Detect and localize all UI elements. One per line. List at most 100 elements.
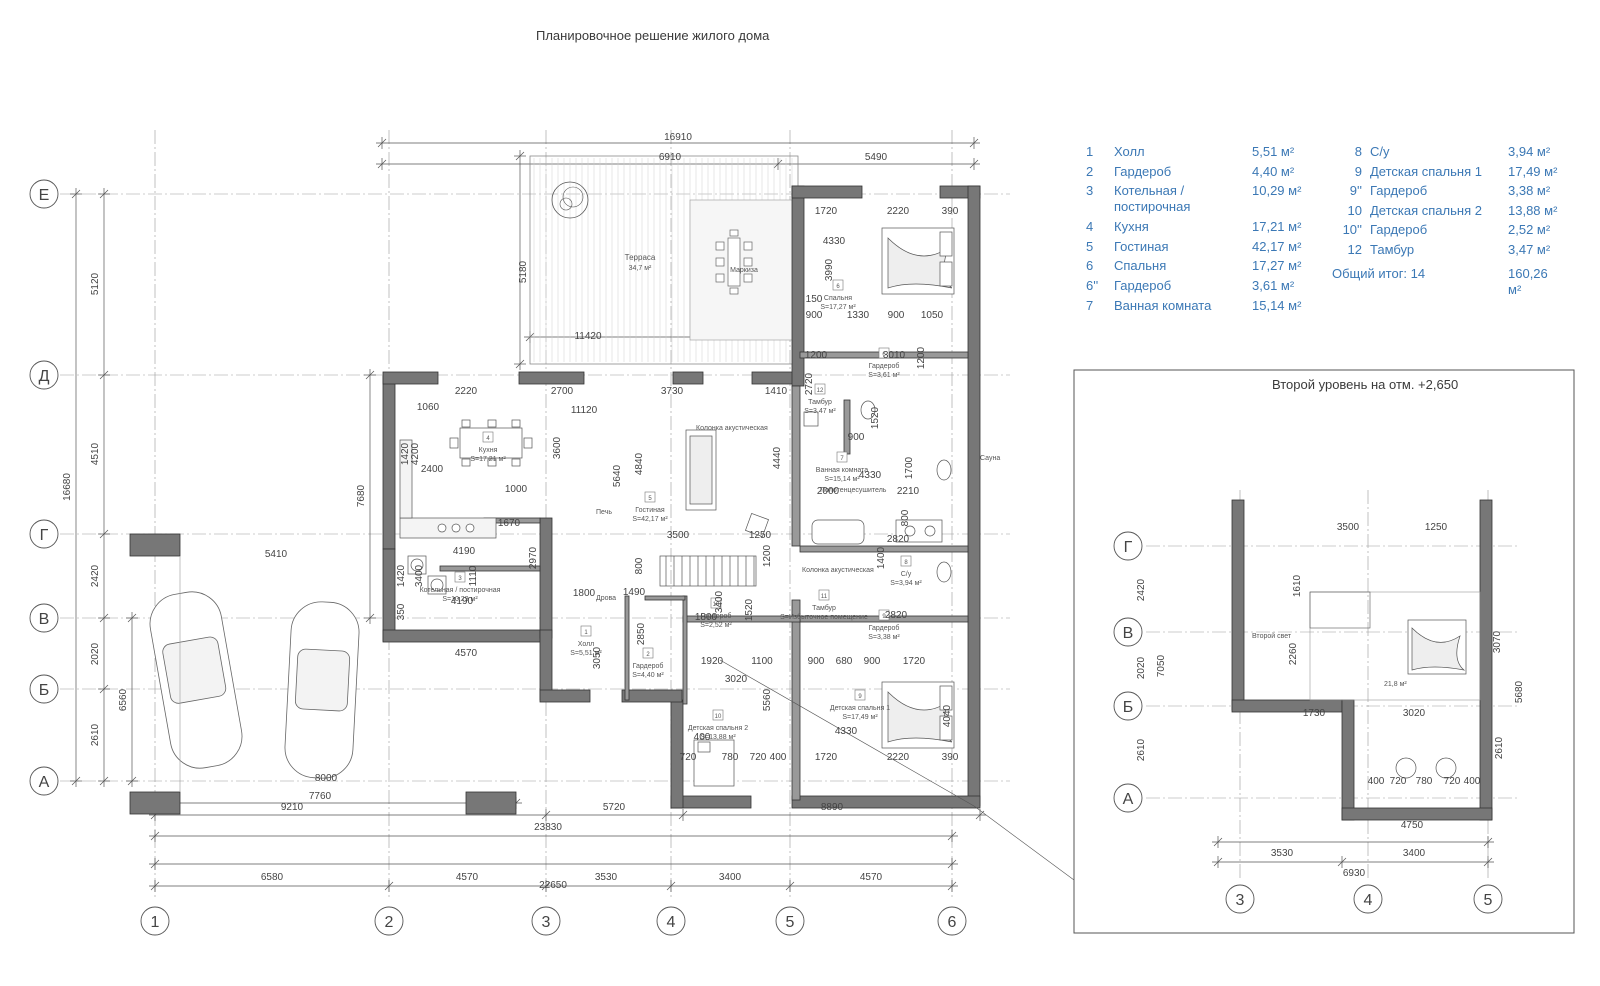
dimension-value: 4440 (772, 446, 783, 469)
legend-room-name: Котельная / постирочная (1114, 183, 1191, 215)
dimension-value: 2820 (885, 610, 908, 621)
axis-label-letter: Д (39, 368, 50, 385)
axis-bubble-number (140, 906, 170, 936)
room-area: S=3,61 м² (868, 372, 900, 379)
legend-number: 5 (1086, 238, 1094, 254)
terrace: Терраса 34,7 м² Маркиза (529, 155, 799, 365)
dimension-value: 390 (942, 752, 959, 763)
room-number-box (644, 491, 656, 503)
room-number: 10 (713, 602, 720, 608)
dimension-value: 900 (848, 432, 865, 443)
car-icon (284, 601, 360, 779)
axis-label-letter: Е (39, 187, 50, 204)
dimension-value: 720 (1390, 776, 1407, 787)
armchair-icon (1435, 757, 1457, 779)
sink-icon (895, 519, 943, 543)
axis-bubble-letter (29, 519, 59, 549)
room-area: S=3,94 м² (890, 580, 922, 587)
dimension-value: 4750 (1401, 820, 1424, 831)
axis-bubble-number (374, 906, 404, 936)
legend-number: 8 (1354, 144, 1362, 159)
legend-room-name: Гардероб (1370, 222, 1428, 238)
room-name: Гардероб (701, 612, 732, 620)
dimension-value: 3730 (661, 386, 684, 397)
room-name: Ванная комната (816, 467, 869, 474)
bed-icon-master (881, 227, 955, 295)
legend-room-name: Ванная комната (1114, 297, 1212, 313)
dimension-value: 16910 (664, 132, 692, 143)
legend-room-name: Гардероб (1114, 277, 1172, 293)
legend-number: 4 (1086, 219, 1094, 235)
legend-number: 3 (1086, 183, 1094, 199)
dimension-value: 350 (396, 603, 407, 620)
room-number-box (854, 689, 866, 701)
axis-label-letter: Г (1124, 539, 1133, 556)
dimension-value: 7760 (309, 791, 332, 802)
dimension-value: 23830 (534, 822, 562, 833)
page-title: Планировочное решение жилого дома (536, 28, 770, 43)
label-towel: Полотенцесушитель (820, 487, 887, 494)
axis-bubble-number (1225, 884, 1255, 914)
room-number-box (712, 709, 724, 721)
axis-label-number: 4 (1364, 892, 1373, 909)
axis-label-letter: В (39, 611, 50, 628)
room-name: Тамбур (812, 604, 836, 612)
legend-room-area: 5,51 м² (1252, 144, 1295, 159)
second-light-label: Второй свет (1252, 632, 1292, 640)
dimension-value: 3990 (824, 258, 835, 281)
dimension-value: 1520 (870, 406, 881, 429)
dimension-value: 3530 (595, 872, 618, 883)
legend-room-area: 13,88 м² (1508, 202, 1558, 218)
room-name: Гардероб (869, 624, 900, 632)
room-number: 3 (458, 576, 462, 582)
dimension-value: 2020 (90, 642, 101, 665)
legend-room-area: 17,21 м² (1252, 219, 1302, 235)
dimension-value: 4330 (823, 236, 846, 247)
dimension-value: 8890 (821, 802, 844, 813)
legend-number: 6'' (1086, 277, 1099, 293)
dimension-value: 1100 (751, 656, 773, 667)
room-number: 6 (882, 352, 886, 358)
axis-label-letter: В (1123, 625, 1134, 642)
room-name: Детская спальня 2 (688, 725, 748, 732)
room-area: S=Избыточное помещение (780, 613, 868, 621)
dimension-value: 800 (634, 557, 645, 574)
dimension-value: 1670 (498, 518, 521, 529)
armchair-icon (1395, 757, 1417, 779)
room-number-box (642, 647, 654, 659)
bathtub-icon (811, 519, 865, 545)
dimension-value: 1400 (876, 546, 887, 569)
dimension-value: 4330 (835, 726, 858, 737)
axis-bubble-letter (29, 674, 59, 704)
car-icon (149, 591, 243, 769)
room-name: Спальня (824, 295, 852, 302)
room-number: 6 (836, 284, 840, 290)
axis-label-number: 3 (1236, 892, 1245, 909)
dimension-value: 1610 (1292, 574, 1303, 597)
dimension-value: 4840 (634, 452, 645, 475)
legend-room-name: Холл (1114, 144, 1145, 159)
room-area: S=17,27 м² (820, 304, 856, 311)
dimension-value: 2700 (551, 386, 574, 397)
dimension-value: 720 (1444, 776, 1461, 787)
dimension-value: 3500 (1337, 522, 1360, 533)
dimension-value: 1730 (1303, 708, 1326, 719)
room-number: 9 (858, 694, 862, 700)
axis-bubble-letter (29, 179, 59, 209)
axis-bubble-letter (1113, 531, 1143, 561)
dimension-value: 720 (750, 752, 767, 763)
axis-label-letter: Б (39, 682, 50, 699)
room-number: 10 (715, 714, 722, 720)
dimension-value: 1200 (762, 544, 773, 567)
sofa-icon (685, 429, 717, 511)
dimension-value: 11120 (571, 405, 598, 416)
legend-room-area: 3,38 м² (1508, 183, 1551, 199)
room-area: S=5,51 м² (570, 650, 602, 657)
dimension-value: 7680 (356, 484, 367, 507)
dimension-value: 2220 (887, 752, 910, 763)
axis-bubble-number (656, 906, 686, 936)
axis-bubble-letter (1113, 617, 1143, 647)
dimension-value: 3400 (719, 872, 742, 883)
